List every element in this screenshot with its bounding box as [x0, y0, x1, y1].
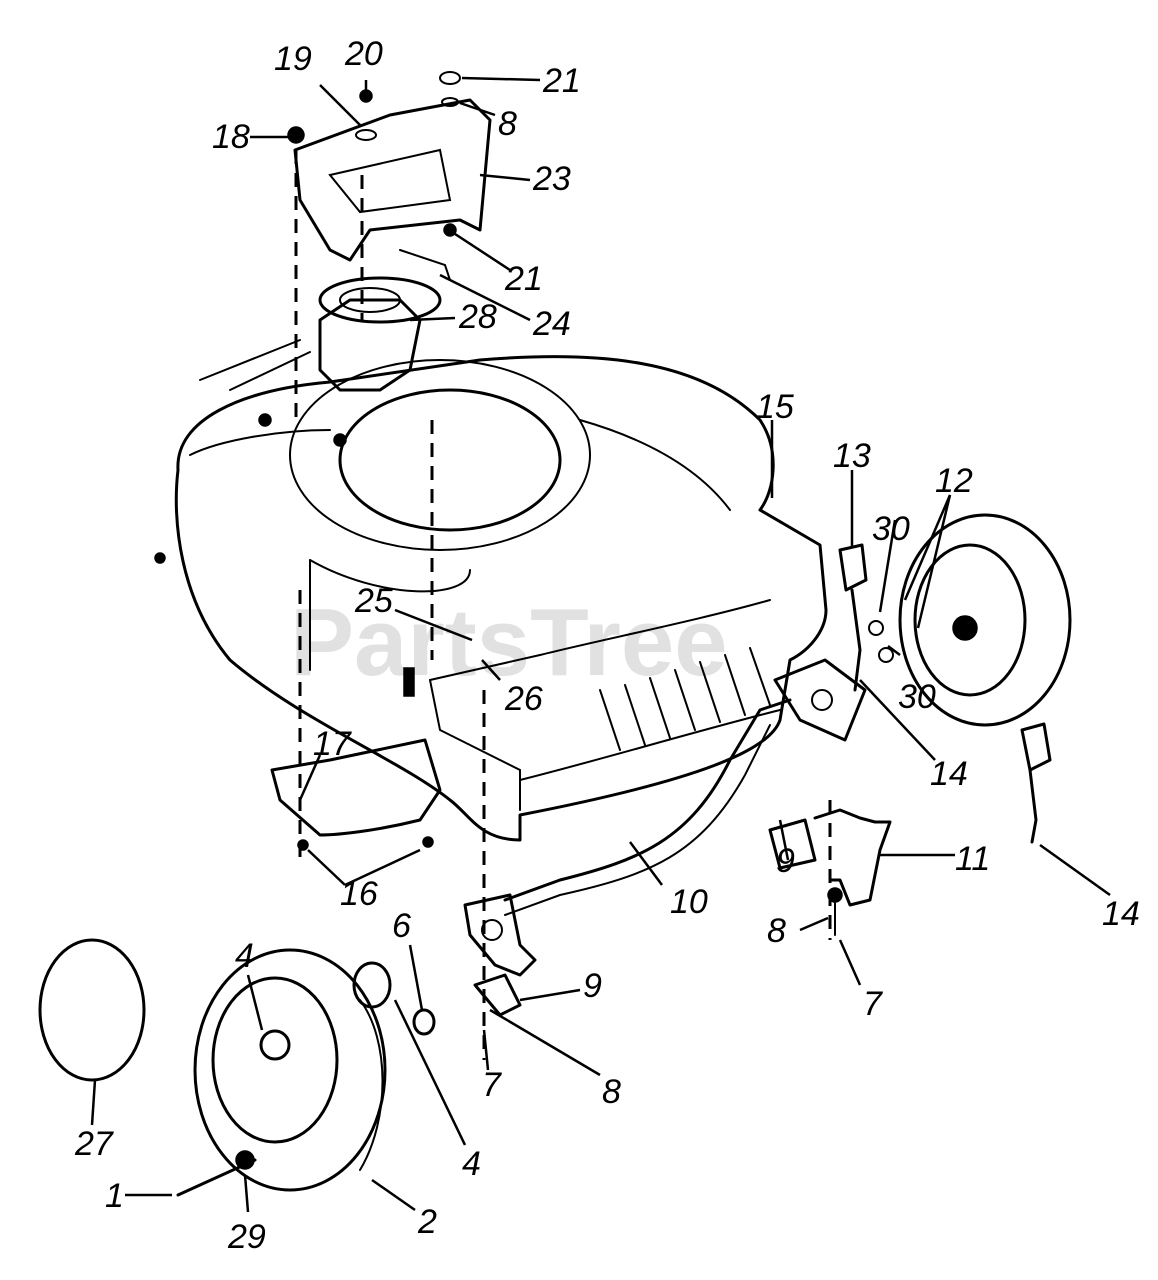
callout-30: 30 [898, 678, 936, 716]
callout-19: 19 [274, 40, 312, 78]
wheel-front-right [868, 513, 1072, 727]
callout-28: 28 [458, 298, 497, 336]
callout-7: 7 [863, 985, 883, 1023]
bolt-icon [287, 126, 305, 144]
callout-10: 10 [670, 883, 708, 921]
callout-labels: 1 2 4 4 6 7 7 8 8 8 9 9 10 11 12 13 14 1… [74, 35, 1140, 1256]
hubcap [38, 938, 146, 1082]
height-lever [838, 543, 868, 692]
callout-26: 26 [504, 680, 543, 718]
wheel-rear-left [193, 948, 387, 1192]
callout-9: 9 [776, 842, 795, 880]
rear-deflector [270, 738, 442, 851]
callout-8: 8 [498, 105, 517, 143]
callout-20: 20 [344, 35, 383, 73]
handle-shield [293, 98, 492, 281]
callout-15: 15 [756, 388, 794, 426]
wheel-nut [235, 1150, 255, 1170]
callout-12: 12 [935, 462, 973, 500]
washer-icon [441, 97, 459, 107]
callout-2: 2 [417, 1203, 437, 1241]
callout-18: 18 [212, 118, 250, 156]
spacer [412, 1008, 436, 1036]
callout-8: 8 [767, 912, 786, 950]
callout-21: 21 [504, 260, 543, 298]
callout-4: 4 [462, 1145, 481, 1183]
callout-13: 13 [833, 437, 871, 475]
washer-icon [355, 129, 377, 141]
callout-17: 17 [313, 725, 352, 763]
engine-bracket [199, 276, 442, 392]
callout-14: 14 [1102, 895, 1140, 933]
callout-24: 24 [532, 305, 571, 343]
callout-23: 23 [532, 160, 571, 198]
callout-7: 7 [482, 1066, 502, 1104]
wheel-bushing [352, 961, 392, 1009]
callout-30: 30 [872, 510, 910, 548]
callout-21: 21 [542, 62, 581, 100]
callout-16: 16 [340, 875, 378, 913]
mower-deck [154, 355, 828, 842]
callout-25: 25 [354, 582, 393, 620]
callout-4: 4 [235, 937, 254, 975]
callout-9: 9 [583, 967, 602, 1005]
callout-14: 14 [930, 755, 968, 793]
callout-27: 27 [74, 1125, 114, 1163]
leader-lines [90, 76, 1111, 1213]
height-adjuster-front [768, 658, 867, 870]
watermark: PartsTree [290, 589, 728, 696]
height-adjuster-rear [463, 893, 537, 1017]
nut-icon [439, 71, 461, 85]
callout-1: 1 [105, 1177, 124, 1215]
callout-11: 11 [955, 840, 990, 878]
callout-8: 8 [602, 1073, 621, 1111]
spare-height-lever [1020, 722, 1052, 844]
axle-rod [503, 698, 792, 916]
callout-29: 29 [227, 1218, 266, 1256]
spring-bracket [813, 808, 892, 936]
callout-6: 6 [392, 907, 411, 945]
